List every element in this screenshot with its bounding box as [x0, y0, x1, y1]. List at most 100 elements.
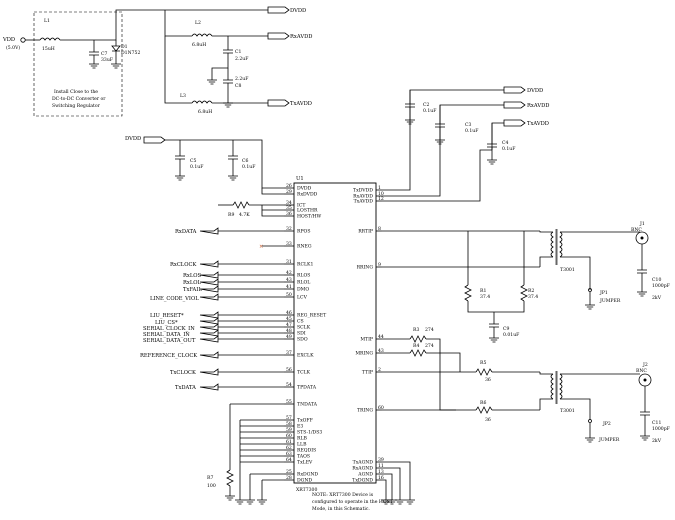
resistor-r9: [232, 201, 250, 209]
l3-value: 6.8uH: [198, 109, 212, 115]
chip-pin-number: 41: [286, 284, 292, 290]
chip-pin-name: TPDATA: [297, 385, 317, 391]
r9-value: 4.7K: [239, 212, 250, 218]
chip-pin-name: LLB: [297, 442, 307, 448]
j1-label: J1: [639, 221, 645, 227]
c11-label: C11: [652, 420, 661, 426]
sig-rxclock: RxCLOCK: [170, 262, 196, 268]
regulator-filter-box: [33, 11, 123, 117]
chip-pin-number: 12: [378, 196, 384, 202]
inductor-l1: [39, 37, 61, 41]
j2-bnc: BNC: [636, 368, 647, 374]
chip-pin-number: 49: [286, 334, 292, 340]
rxavdd-rail-arrow: [267, 32, 290, 40]
r3-label: R3: [413, 327, 419, 333]
chip-pin-name: LCV: [297, 295, 308, 301]
chip-pin-number: 56: [286, 367, 292, 373]
regulator-note-1: Install Close to the: [54, 89, 98, 95]
chip-pin-number: 62: [286, 445, 292, 451]
l2-label: L2: [195, 20, 201, 26]
diode-d1: [111, 45, 121, 52]
top-rails: DVDD L2 6.8uH RxAVDD C1 2.2uF 2.2uF C8 L…: [164, 6, 312, 115]
c4-label: C4: [502, 140, 509, 146]
chip-pin-name: RxAGND: [352, 466, 373, 472]
c10-value: 1000pF: [652, 283, 670, 289]
chip-ref: U1: [296, 176, 304, 182]
j1-bnc: BNC: [631, 227, 642, 233]
resistor-r2: [520, 284, 528, 302]
chip-pin-number: 44: [378, 334, 384, 340]
chip-pin-number: 39: [378, 457, 384, 463]
jp1-label: JP1: [599, 290, 608, 296]
sig-sdo: SERIAL_DATA_OUT: [143, 338, 196, 344]
rx-transformer: [550, 231, 554, 258]
left-decoupling: DVDD C5 0.1uF C6 0.1uF: [125, 136, 284, 195]
chip-pin-number: 32: [286, 226, 292, 232]
c9-value: 0.01uF: [503, 332, 519, 338]
ground-symbol: [640, 435, 650, 441]
c7-value: 33uF: [101, 57, 113, 63]
chip-pin-name: RPOS: [297, 229, 310, 235]
chip-pin-name: RLOL: [297, 280, 310, 286]
ground-symbol: [585, 437, 595, 443]
chip-pin-number: 26: [286, 183, 292, 189]
chip-pin-name: STS-1/DS3: [297, 430, 322, 436]
c3-label: C3: [465, 122, 472, 128]
sig-line-code: LINE_CODE_VIOL: [150, 296, 199, 302]
l1-value: 15uH: [42, 46, 55, 52]
resistor-r5: [475, 368, 493, 376]
note-line-2: configured to operate in the HOST: [312, 499, 394, 505]
left-signals: R9 4.7K RxDATA × RxCLOCK RxLOS RxLOL TxF…: [140, 201, 284, 500]
r4-label: R4: [413, 343, 419, 349]
c8-value: 2.2uF: [235, 76, 248, 82]
c10-volt: 2kV: [652, 295, 662, 301]
l3-label: L3: [180, 93, 186, 99]
chip-pin-number: 13: [378, 469, 384, 475]
chip-pin-name: SDI: [297, 331, 306, 337]
ground-symbol: [435, 139, 445, 145]
chip-pin-number: 33: [286, 241, 292, 247]
chip-pin-number: 25: [286, 469, 292, 475]
chip-pin-number: 43: [286, 277, 292, 283]
r6-value: 36: [485, 417, 491, 423]
chip-pin-number: 11: [378, 463, 384, 469]
chip-pin-name: RxDGND: [297, 472, 318, 478]
r9-label: R9: [228, 212, 234, 218]
chip-pin-name: TTIP: [362, 370, 373, 376]
chip-pin-name: RLOS: [297, 273, 310, 279]
chip-pin-number: 54: [286, 382, 292, 388]
ground-symbols: [89, 63, 650, 505]
jp2-label: JP2: [602, 421, 611, 427]
no-connect-mark: ×: [259, 244, 263, 250]
resistor-r1: [464, 284, 472, 302]
ground-symbol: [395, 499, 405, 505]
chip-pin-name: E3: [297, 424, 303, 430]
chip-pin-number: 8: [378, 226, 381, 232]
chip-pin-number: 37: [286, 350, 292, 356]
sig-sclk: SERIAL_CLOCK_IN: [143, 326, 195, 332]
chip-pin-number: 57: [286, 415, 292, 421]
c2-value: 0.1uF: [423, 108, 436, 114]
chip-pin-name: TxAVDD: [354, 199, 374, 205]
ground-symbol: [111, 63, 121, 69]
c9-label: C9: [503, 326, 510, 332]
ground-symbol: [175, 175, 185, 181]
c4-value: 0.1uF: [502, 146, 515, 152]
r2-label: R2: [528, 288, 534, 294]
chip-pin-number: 60: [378, 405, 384, 411]
chip-pin-number: 45: [286, 316, 292, 322]
c1-value: 2.2uF: [235, 56, 248, 62]
ground-symbol: [489, 337, 499, 343]
chip-pin-name: AGND: [357, 472, 373, 478]
chip-pin-name: DGND: [297, 478, 312, 484]
chip-pin-name: SCLK: [297, 325, 311, 331]
j2-label: J2: [642, 362, 648, 368]
chip-pin-number: 58: [286, 421, 292, 427]
chip-pin-name: REQDIS: [297, 448, 316, 454]
chip-pin-name: DMO: [297, 287, 309, 293]
chip-pin-name: RRTIP: [358, 229, 373, 235]
chip-pin-name: RxAVDD: [353, 194, 373, 200]
chip-pin-name: RxDVDD: [297, 192, 318, 198]
